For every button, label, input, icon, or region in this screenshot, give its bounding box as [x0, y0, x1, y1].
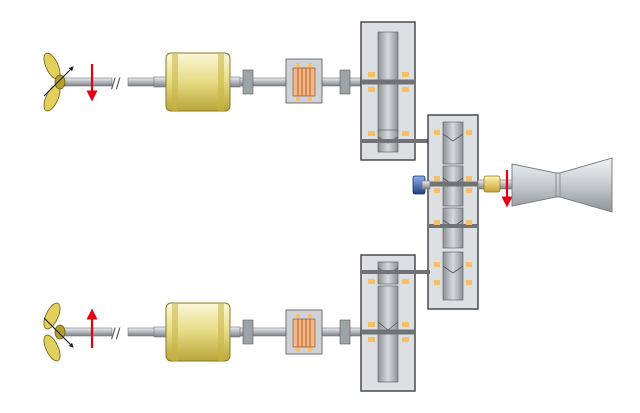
turbine-coupling	[483, 175, 501, 193]
propeller-bottom	[43, 302, 74, 362]
gearbox-top	[360, 21, 430, 161]
center-drive	[412, 114, 613, 310]
propeller-top	[43, 52, 74, 112]
clutch-top	[285, 58, 323, 104]
gearbox-bottom	[360, 254, 430, 392]
top-coupling-1	[242, 69, 254, 95]
bottom-coupling-1	[242, 319, 254, 345]
bottom-coupling-2	[339, 319, 351, 345]
generator-unit	[412, 175, 431, 195]
bottom-drive-line: //	[43, 254, 430, 392]
bottom-shaft-outer	[61, 327, 113, 337]
bottom-shaft-break-symbol: //	[111, 326, 121, 342]
motor-top	[153, 52, 241, 112]
motor-bottom	[153, 302, 241, 362]
clutch-bottom	[285, 309, 323, 355]
gas-turbine	[511, 157, 613, 213]
gearbox-center	[427, 114, 479, 310]
top-drive-line: //	[43, 21, 430, 161]
top-coupling-2	[339, 69, 351, 95]
top-shaft-outer	[61, 77, 113, 87]
top-shaft-break-symbol: //	[111, 76, 121, 92]
